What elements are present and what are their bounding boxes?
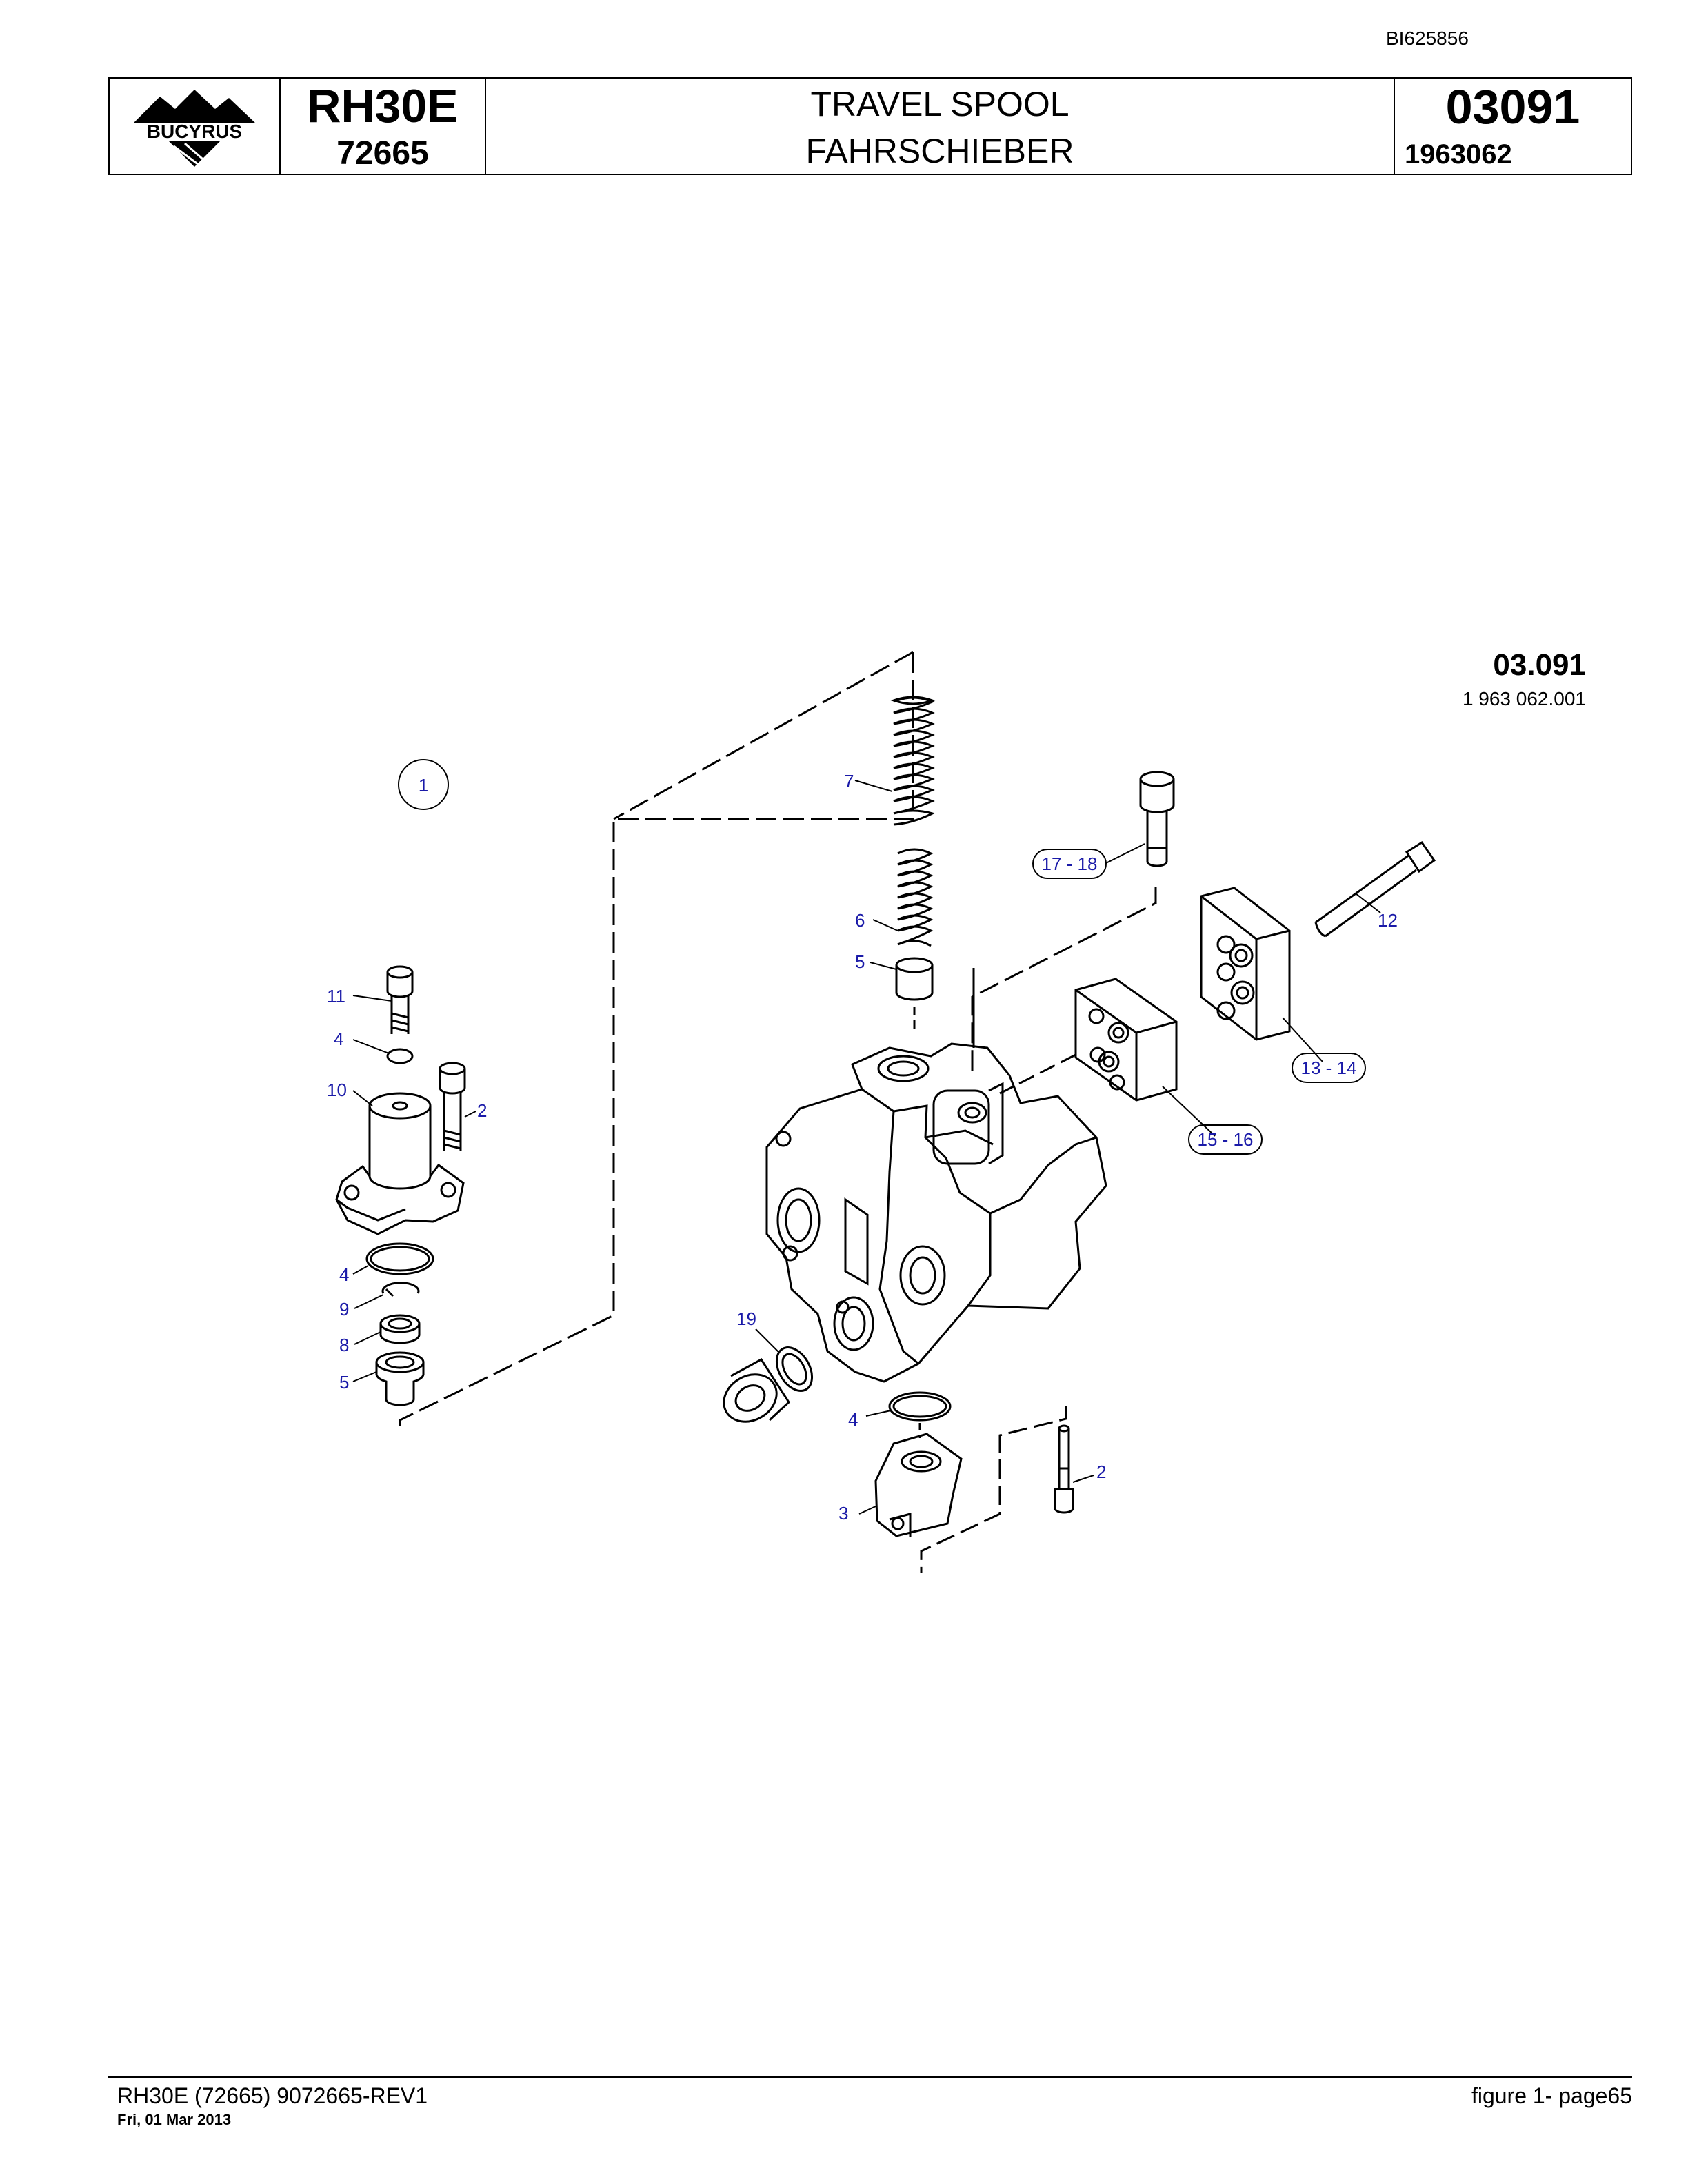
brand-text: BUCYRUS — [147, 121, 242, 142]
callout-2: 2 — [477, 1100, 487, 1121]
callout-17-18: 17 - 18 — [1042, 853, 1098, 874]
flange-3 — [874, 1433, 963, 1537]
callout-9: 9 — [339, 1299, 349, 1320]
footer-document-ref: RH30E (72665) 9072665-REV1 — [117, 2083, 428, 2108]
part-number: 1963062 — [1405, 139, 1512, 170]
model-name: RH30E — [307, 80, 459, 132]
footer-date: Fri, 01 Mar 2013 — [117, 2111, 232, 2128]
dashed-assembly-line — [920, 1406, 1067, 1573]
figure-reference: 03.091 1 963 062.001 — [1365, 648, 1586, 710]
figure-ref-code: 1 963 062.001 — [1462, 688, 1586, 709]
title-german: FAHRSCHIEBER — [805, 132, 1074, 170]
callout-7: 7 — [844, 771, 854, 791]
callout-4: 4 — [848, 1409, 858, 1430]
callout-8: 8 — [339, 1335, 349, 1355]
dashed-assembly-line — [971, 887, 1157, 1075]
spring-6 — [897, 848, 934, 947]
callout-3: 3 — [838, 1503, 848, 1524]
assembly-callout-circle — [398, 759, 449, 810]
plug-19 — [723, 1346, 814, 1423]
bucyrus-logo: BUCYRUS — [127, 90, 262, 168]
footer-rule — [108, 2076, 1632, 2078]
callout-6: 6 — [855, 910, 865, 931]
ring-8 — [379, 1314, 421, 1344]
group-number: 03091 — [1445, 80, 1580, 134]
footer-page-ref: figure 1- page65 — [1471, 2083, 1632, 2108]
o-ring-4-top-left — [386, 1048, 414, 1064]
callout-1: 1 — [419, 775, 428, 796]
document-id: BI625856 — [1386, 28, 1469, 49]
block-15-16 — [1074, 978, 1216, 1137]
serial-number: 72665 — [336, 135, 429, 172]
dashed-assembly-line — [399, 652, 914, 1428]
valve-body — [765, 968, 1107, 1383]
bolt-11 — [386, 965, 414, 1034]
title-cell: TRAVEL SPOOL FAHRSCHIEBER — [486, 79, 1395, 174]
spring-7 — [890, 696, 936, 826]
figure-ref-number: 03.091 — [1493, 648, 1586, 682]
number-cell: 03091 1963062 — [1395, 79, 1631, 174]
callout-12: 12 — [1378, 910, 1398, 931]
callout-11: 11 — [327, 986, 345, 1007]
housing-10 — [335, 1092, 465, 1235]
spring-seat-5-top — [895, 957, 934, 1034]
callout-5: 5 — [339, 1372, 349, 1393]
bolt-2-left — [439, 1062, 466, 1151]
o-ring-4-left — [365, 1242, 434, 1275]
screw-17-18 — [1139, 771, 1175, 867]
bolt-12 — [1314, 840, 1436, 938]
o-ring-4-lower — [888, 1391, 952, 1422]
callout-2: 2 — [1096, 1462, 1106, 1482]
callout-4: 4 — [339, 1264, 349, 1285]
circlip-9 — [381, 1282, 420, 1297]
callout-19: 19 — [736, 1308, 756, 1329]
brand-logo-cell: BUCYRUS — [110, 79, 281, 174]
model-cell: RH30E 72665 — [281, 79, 486, 174]
callout-5: 5 — [855, 951, 865, 972]
title-block: BUCYRUS RH30E 72665 TRAVEL SPOOL FAHRSCH… — [108, 77, 1632, 175]
callout-10: 10 — [327, 1080, 347, 1100]
callout-15-16: 15 - 16 — [1198, 1129, 1254, 1150]
callout-4: 4 — [334, 1029, 343, 1049]
plate-13-14 — [1200, 887, 1323, 1062]
callout-13-14: 13 - 14 — [1301, 1058, 1357, 1078]
bolt-2-lower — [1054, 1424, 1074, 1514]
seat-5-left — [375, 1351, 425, 1406]
title-english: TRAVEL SPOOL — [810, 85, 1069, 123]
